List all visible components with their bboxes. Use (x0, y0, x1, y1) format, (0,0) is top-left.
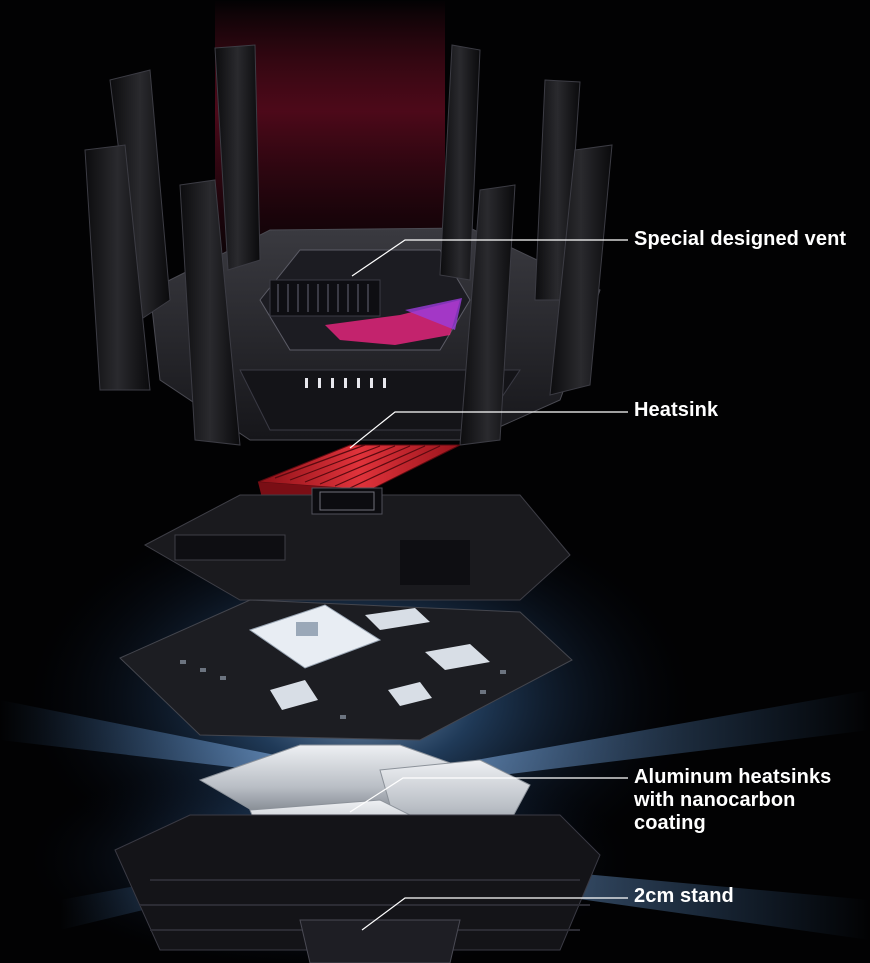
callout-aluminum-heatsinks: Aluminum heatsinks with nanocarbon coati… (634, 766, 864, 835)
callout-aluminum-line-1: Aluminum heatsinks (634, 766, 832, 788)
callout-heatsink: Heatsink (634, 399, 719, 421)
callout-aluminum-line-2: with nanocarbon (634, 789, 796, 811)
callout-2cm-stand: 2cm stand (634, 885, 734, 907)
callout-aluminum-line-3: coating (634, 812, 706, 834)
callout-special-designed-vent: Special designed vent (634, 228, 847, 250)
callout-leader-lines (349, 239, 628, 931)
circuit-board (119, 599, 573, 741)
inner-frame (143, 487, 571, 601)
base-stand (114, 814, 601, 963)
antennas (84, 44, 613, 446)
